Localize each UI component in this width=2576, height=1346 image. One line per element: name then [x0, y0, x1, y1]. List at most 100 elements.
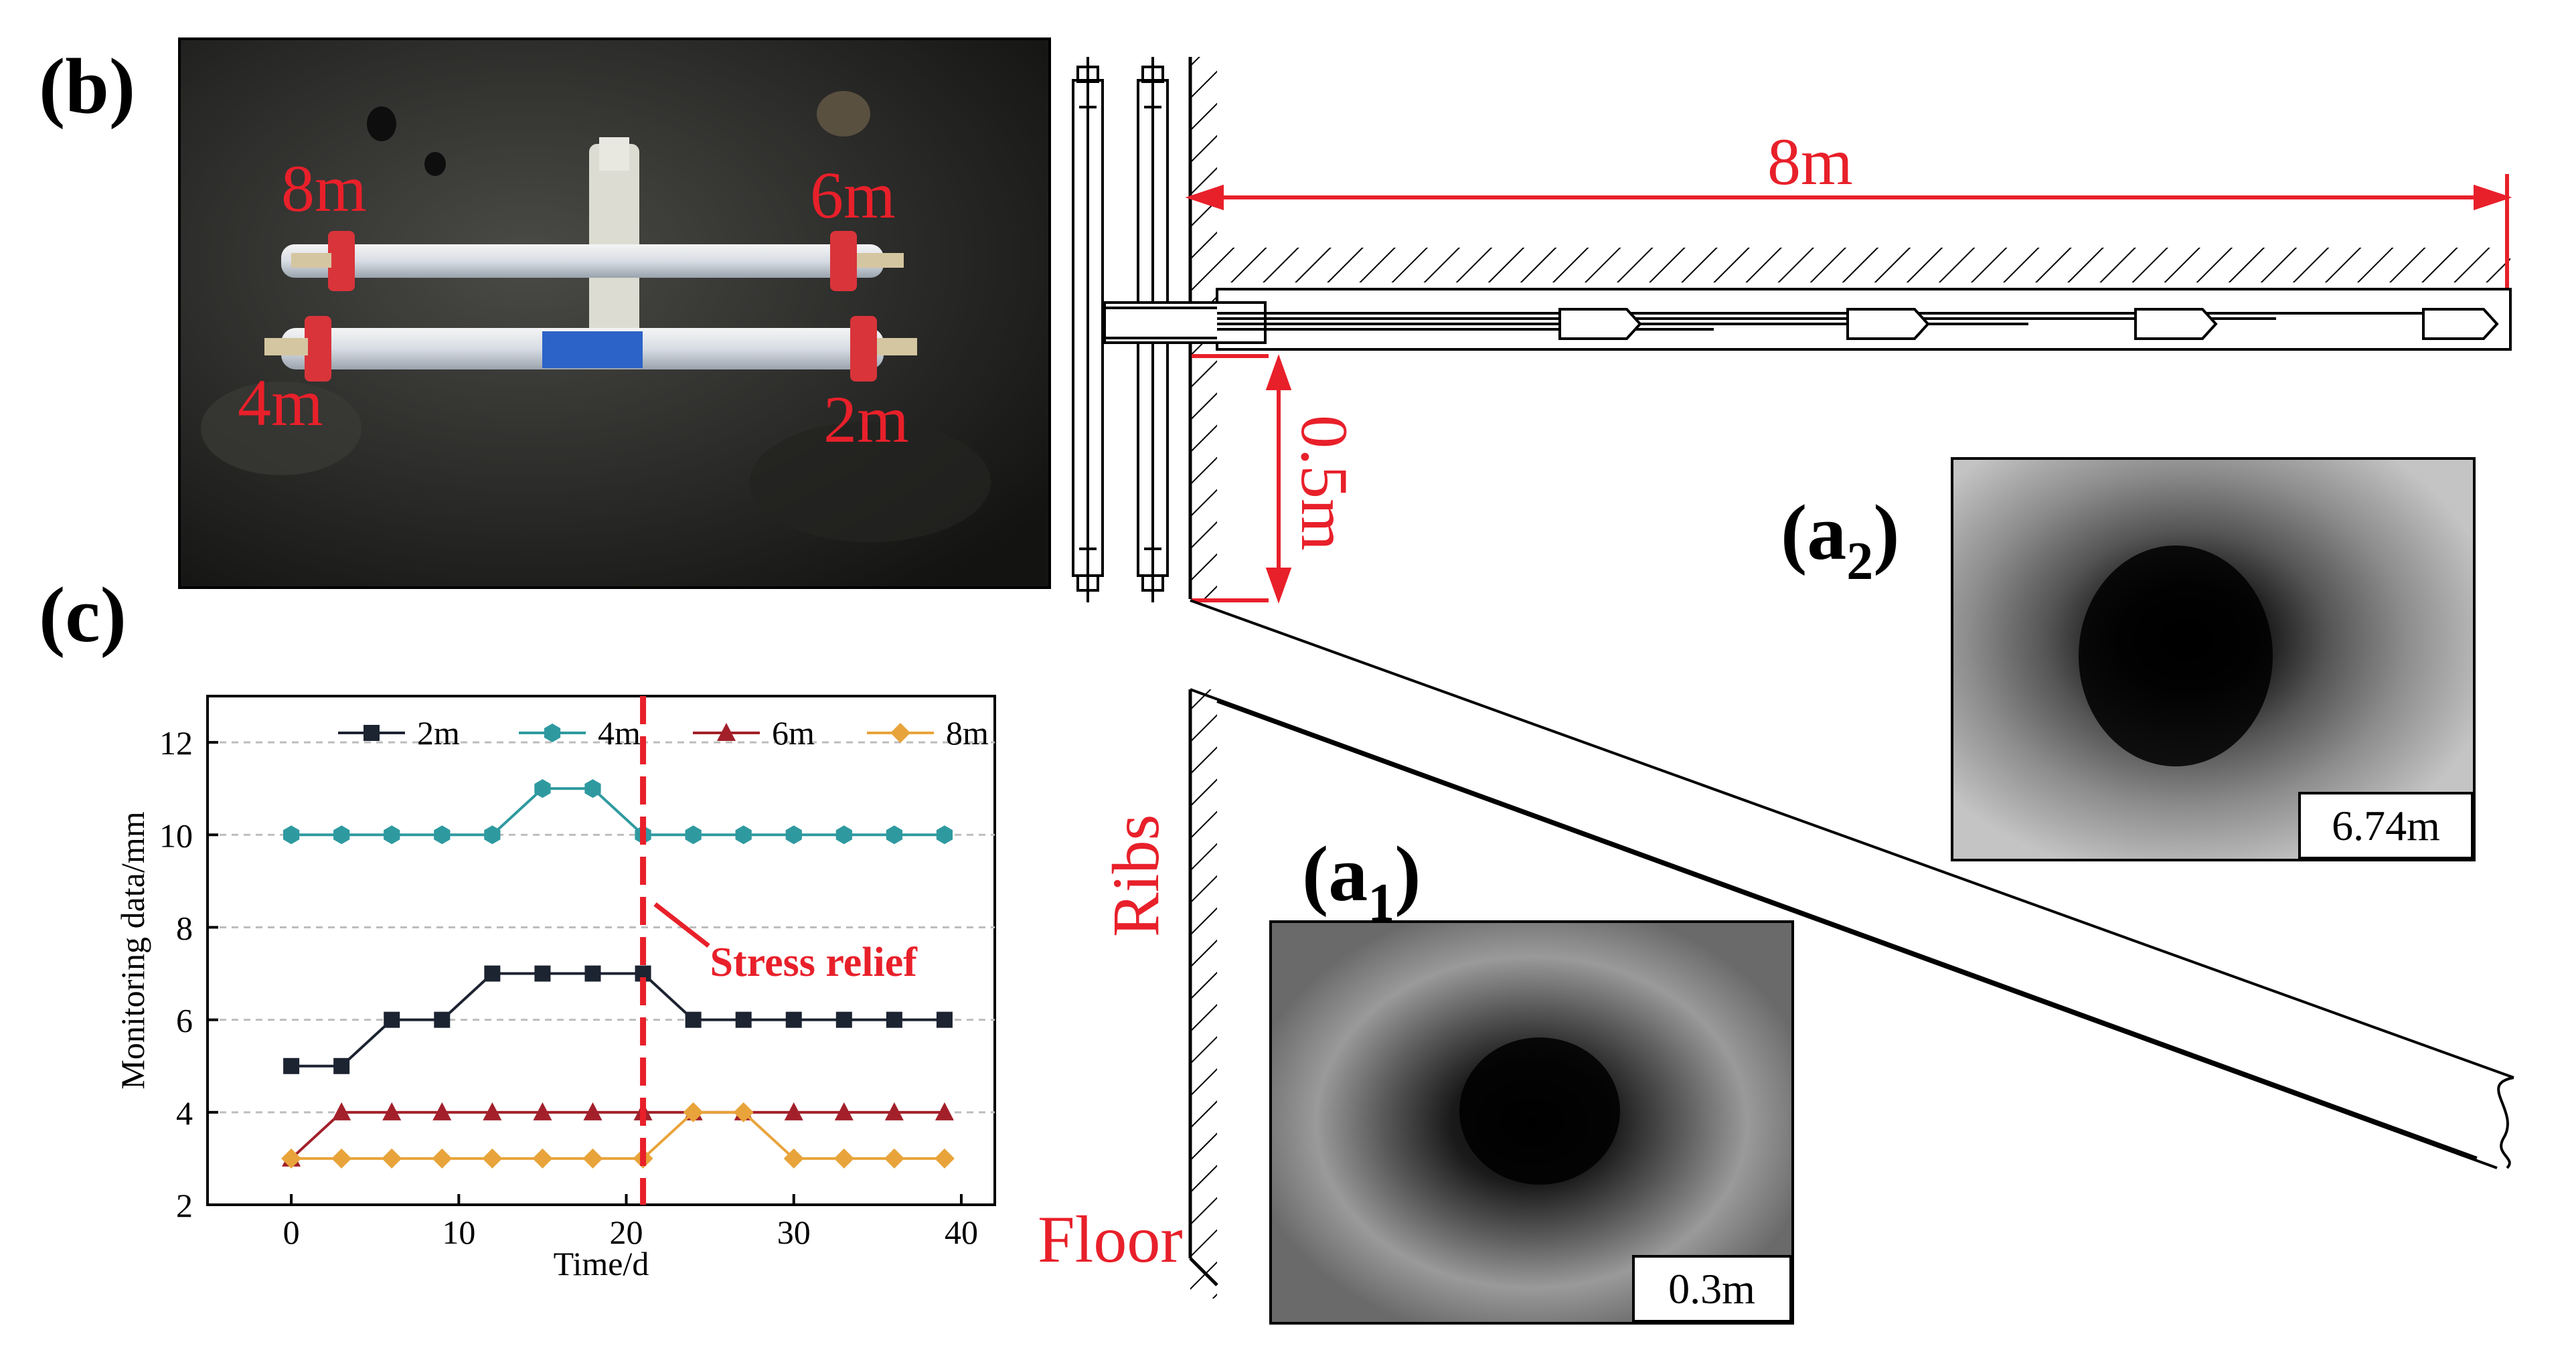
- extensometer-photo: 8m 6m 4m 2m: [178, 37, 1051, 589]
- lower-rib-wall: [1188, 689, 1218, 1298]
- y-tick-label: 12: [159, 724, 193, 762]
- data-point: [434, 825, 451, 845]
- data-point: [934, 1148, 955, 1169]
- extensometer-schematic: 8m 0.5m Ribs Floor: [1038, 57, 2514, 1298]
- data-point: [834, 1102, 854, 1120]
- data-point: [283, 1058, 300, 1074]
- length-dimension: [1185, 174, 2512, 288]
- legend-marker: [717, 723, 736, 741]
- data-point: [584, 965, 601, 982]
- stress-relief-label: Stress relief: [710, 940, 918, 985]
- data-point: [783, 1148, 804, 1169]
- extensometer-rod-left: [1072, 57, 1104, 602]
- monitoring-chart: 2 4 6 8 10 12 0 10 20 30 40 2m 4m 6m 8m Time/d Monito…: [114, 695, 996, 1282]
- series-line: [291, 972, 945, 1068]
- data-point: [283, 825, 300, 845]
- data-point: [432, 1102, 452, 1120]
- x-tick-label: 30: [777, 1213, 811, 1251]
- data-point: [683, 1102, 704, 1122]
- data-point: [785, 825, 802, 845]
- data-point: [884, 1102, 904, 1120]
- x-axis-label: Time/d: [554, 1245, 649, 1282]
- borehole: [1103, 248, 2512, 351]
- svg-text:(a1): (a1): [1302, 830, 1421, 932]
- data-point: [533, 1102, 552, 1120]
- mounting-plate: [1105, 307, 1217, 339]
- y-tick-label: 2: [176, 1187, 193, 1224]
- series-6m: [282, 1102, 954, 1167]
- y-tick-label: 6: [176, 1002, 193, 1039]
- data-point: [886, 825, 902, 845]
- x-tick-label: 0: [283, 1213, 300, 1251]
- data-point: [584, 779, 601, 798]
- data-point: [886, 1011, 902, 1028]
- data-point: [582, 1148, 603, 1169]
- data-point: [785, 1011, 802, 1028]
- axis-ticks: 2 4 6 8 10 12 0 10 20 30 40: [159, 724, 978, 1251]
- svg-text:(a2): (a2): [1781, 489, 1900, 591]
- series-line: [290, 1110, 945, 1160]
- floor-label: Floor: [1038, 1202, 1183, 1276]
- series-2m: [283, 965, 953, 1074]
- legend-label: 4m: [598, 714, 641, 752]
- legend: 2m 4m 6m 8m: [338, 714, 989, 752]
- stress-relief-pointer: [653, 902, 710, 948]
- data-point: [735, 825, 752, 845]
- x-tick-label: 40: [945, 1213, 978, 1251]
- legend-marker: [890, 723, 910, 743]
- data-point: [333, 1058, 350, 1074]
- data-point: [331, 1148, 352, 1169]
- y-tick-label: 8: [176, 909, 193, 946]
- y-tick-label: 4: [176, 1094, 193, 1132]
- data-point: [532, 1148, 553, 1169]
- y-axis-label: Monitoring data/mm: [114, 811, 151, 1089]
- data-point: [382, 1148, 402, 1169]
- data-point: [685, 1011, 702, 1028]
- panel-label-a2: (a2): [1781, 489, 1900, 591]
- data-point: [482, 1148, 503, 1169]
- data-point: [936, 1011, 953, 1028]
- x-tick-label: 20: [610, 1213, 643, 1251]
- legend-label: 6m: [772, 714, 815, 752]
- borehole-image-a2: 6.74m: [1951, 457, 2476, 861]
- data-point: [534, 779, 551, 798]
- data-point: [332, 1102, 351, 1120]
- borehole-image-a1: 0.3m: [1269, 920, 1794, 1325]
- data-point: [735, 1011, 752, 1028]
- series-layer: [281, 779, 955, 1169]
- data-point: [382, 1102, 402, 1120]
- data-point: [484, 825, 501, 845]
- data-point: [484, 965, 501, 982]
- legend-label: 8m: [946, 714, 989, 752]
- data-point: [833, 1148, 854, 1169]
- series-8m: [281, 1102, 955, 1169]
- panel-label-b: (b): [39, 42, 135, 130]
- data-point: [281, 1148, 302, 1169]
- legend-marker: [364, 725, 380, 741]
- data-point: [835, 1011, 852, 1028]
- data-point: [434, 1011, 451, 1028]
- y-tick-label: 10: [159, 817, 193, 854]
- offset-dimension: [1192, 354, 1292, 604]
- data-point: [333, 825, 350, 845]
- data-point: [483, 1102, 502, 1120]
- data-point: [936, 825, 953, 845]
- photo-label-4m: 4m: [238, 365, 323, 440]
- photo-label-2m: 2m: [823, 382, 909, 456]
- data-point: [685, 825, 702, 845]
- data-point: [384, 825, 400, 845]
- panel-label-c: (c): [39, 571, 127, 659]
- inclined-borehole-detail: [1190, 599, 2514, 1169]
- legend-marker: [544, 724, 561, 742]
- legend-label: 2m: [417, 714, 460, 752]
- data-point: [534, 965, 551, 982]
- length-label: 8m: [1767, 124, 1853, 199]
- x-tick-label: 10: [442, 1213, 475, 1251]
- a1-depth-label: 0.3m: [1668, 1265, 1755, 1313]
- series-4m: [283, 779, 953, 845]
- photo-label-6m: 6m: [810, 158, 896, 232]
- panel-label-a1: (a1): [1302, 830, 1421, 932]
- data-point: [733, 1102, 754, 1122]
- data-point: [935, 1102, 954, 1120]
